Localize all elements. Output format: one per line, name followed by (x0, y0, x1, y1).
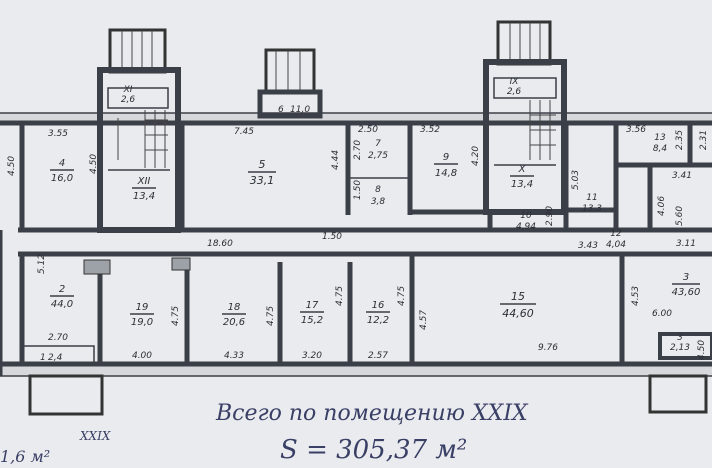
dim-355: 3.55 (48, 129, 68, 139)
room-2-number: 2 (59, 284, 65, 295)
room-11-number: 11 (586, 193, 597, 203)
room-xii-number: XII (137, 176, 151, 187)
dim-512: 5.12 (37, 254, 47, 274)
entrance-vestibule (257, 48, 323, 119)
room-15-number: 15 (511, 290, 525, 303)
dim-420: 4.20 (471, 146, 481, 166)
room-12-area: 4,04 (606, 240, 626, 250)
upper-partitions (0, 123, 712, 376)
room-6-area: 11,0 (290, 105, 310, 115)
room-18-area: 20,6 (223, 317, 245, 328)
dim-450a: 4.50 (7, 156, 17, 176)
dim-270: 2.70 (353, 140, 363, 160)
dimension-labels: 3.55 4.50 4.50 7.45 4.44 2.50 2.70 1.50 … (7, 125, 709, 361)
dim-475a: 4.75 (171, 306, 181, 326)
room-3-area: 43,60 (672, 287, 701, 298)
dim-320: 3.20 (302, 351, 322, 361)
dim-475d: 4.75 (397, 286, 407, 306)
stairwell-right (483, 20, 567, 215)
dim-400: 4.00 (132, 351, 152, 361)
dim-600: 6.00 (652, 309, 672, 319)
room-x-area: 13,4 (511, 179, 533, 190)
dim-457: 4.57 (419, 310, 429, 330)
total-area: S = 305,37 м² (280, 435, 467, 465)
dim-341: 3.41 (672, 171, 692, 181)
room-ix-area: 2,6 (507, 87, 522, 97)
room-9-area: 14,8 (435, 168, 457, 179)
room-ix-number: IX (510, 77, 520, 87)
dim-235: 2.35 (675, 130, 685, 150)
room-19-area: 19,0 (131, 317, 153, 328)
room-labels: 4 16,0 XII 13,4 XI 2,6 5 33,1 6 11,0 7 2… (40, 77, 700, 363)
dim-503: 5.03 (571, 170, 581, 190)
room-4-number: 4 (59, 158, 65, 169)
dim-250: 2.50 (358, 125, 378, 135)
room-5-area: 33,1 (250, 174, 275, 187)
room-10-number: 10 (520, 211, 532, 221)
dim-356: 3.56 (626, 125, 646, 135)
dim-976: 9.76 (538, 343, 558, 353)
dim-406: 4.06 (657, 196, 667, 216)
room-16-number: 16 (372, 300, 385, 311)
room-2-area: 44,0 (51, 299, 73, 310)
dim-150a: 1.50 (353, 180, 363, 200)
room-8-number: 8 (375, 185, 381, 195)
room-7-area: 2,75 (368, 151, 388, 161)
total-caption: Всего по помещению XXIX (215, 401, 529, 426)
room-8-area: 3,8 (371, 197, 386, 207)
room-13-number: 13 (654, 133, 666, 143)
left-mark: XXIX (79, 429, 111, 443)
stairwell-left (97, 28, 181, 233)
room-3-small-number: 3 (677, 333, 683, 343)
lower-partitions (19, 254, 712, 416)
dim-453: 4.53 (631, 286, 641, 306)
dim-560: 5.60 (675, 206, 685, 226)
dim-1860: 18.60 (207, 239, 233, 249)
left-area: 1,6 м² (0, 447, 50, 466)
room-7-number: 7 (375, 139, 381, 149)
room-10-area: 4,94 (516, 222, 536, 232)
dim-231: 2.31 (699, 130, 709, 150)
room-6-number: 6 (278, 105, 284, 115)
room-x-number: X (518, 164, 527, 175)
dim-450c: 4.50 (697, 340, 707, 360)
room-12-number: 12 (610, 229, 622, 239)
room-11-area: 13,3 (582, 204, 602, 214)
area-summary: Всего по помещению XXIX S = 305,37 м² XX… (0, 401, 529, 466)
room-13-area: 8,4 (653, 144, 668, 154)
room-1-number: 1 (40, 353, 46, 363)
room-1-area: 2,4 (48, 353, 63, 363)
dim-745: 7.45 (234, 127, 254, 137)
dim-290: 2.90 (545, 206, 555, 226)
room-19-number: 19 (136, 302, 149, 313)
dim-150b: 1.50 (322, 232, 342, 242)
room-xi-area: 2,6 (121, 95, 136, 105)
dim-450b: 4.50 (89, 154, 99, 174)
room-3-small-area: 2,13 (670, 343, 690, 353)
room-xi-number: XI (123, 85, 133, 95)
dim-343: 3.43 (578, 241, 598, 251)
room-4-area: 16,0 (51, 173, 73, 184)
dim-352: 3.52 (420, 125, 440, 135)
room-3-number: 3 (683, 272, 689, 283)
dim-257: 2.57 (368, 351, 388, 361)
room-xii-area: 13,4 (133, 191, 155, 202)
room-18-number: 18 (228, 302, 241, 313)
room-17-area: 15,2 (301, 315, 323, 326)
dim-444: 4.44 (331, 150, 341, 170)
room-9-number: 9 (443, 152, 449, 163)
dim-270b: 2.70 (48, 333, 68, 343)
room-5-number: 5 (259, 158, 266, 171)
dim-475c: 4.75 (335, 286, 345, 306)
dim-475b: 4.75 (266, 306, 276, 326)
room-15-area: 44,60 (502, 307, 534, 320)
room-17-number: 17 (306, 300, 319, 311)
dim-311: 3.11 (676, 239, 696, 249)
room-16-area: 12,2 (367, 315, 389, 326)
dim-433: 4.33 (224, 351, 244, 361)
